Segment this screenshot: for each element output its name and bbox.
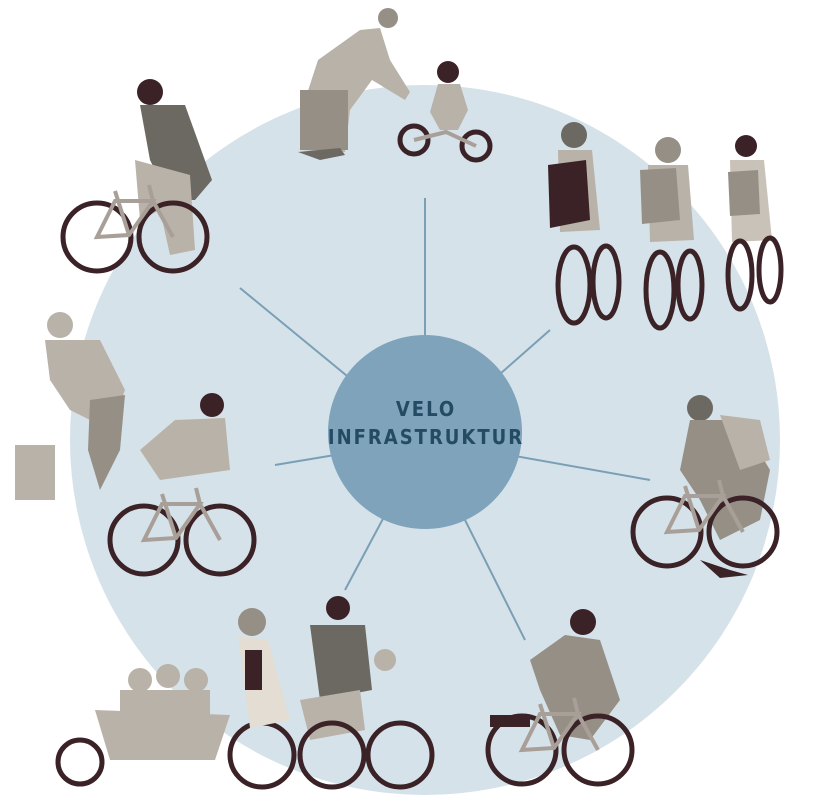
hub-circle [328, 335, 522, 529]
hub-label-line2: INFRASTRUKTUR [327, 425, 525, 449]
e-bike-cyclist-icon [488, 609, 632, 784]
commuter-cyclist-icon [633, 395, 777, 578]
hub-label-line1: VELO [395, 397, 457, 421]
city-bike-woman-icon [63, 79, 212, 271]
hub-label: VELO INFRASTRUKTUR [323, 395, 529, 451]
three-school-children-cyclists-icon [548, 122, 784, 331]
child-with-parent-icon [298, 8, 493, 163]
family-cargo-bike-icon [55, 596, 435, 790]
touring-and-road-cyclists-icon [15, 312, 254, 574]
